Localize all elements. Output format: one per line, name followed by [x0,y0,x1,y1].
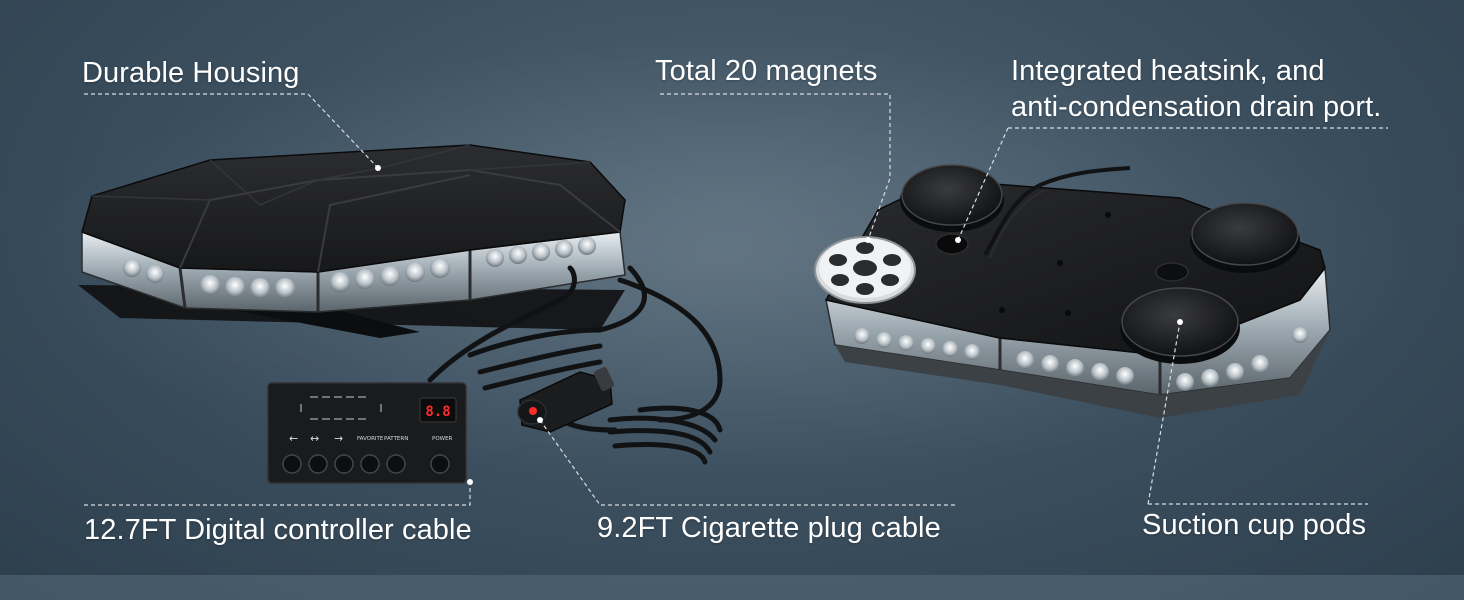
label-heatsink-line-2: anti-condensation drain port. [1011,91,1382,123]
arrow-both-icon: ↔ [310,432,319,445]
callout-dots [375,165,1183,485]
led-row-underside [854,327,1308,391]
label-total-magnets: Total 20 magnets [655,55,878,87]
pattern-label: PATTERN [384,436,408,442]
controller-display: 8.8 [425,404,450,420]
label-cigarette-plug-cable: 9.2FT Cigarette plug cable [597,512,941,544]
label-controller-cable: 12.7FT Digital controller cable [84,514,472,546]
label-suction-cup-pods: Suction cup pods [1142,509,1367,541]
callout-lines [84,93,1388,506]
digital-controller: 8.8 ← ↔ → FAVORITE PATTERN POWER [267,382,467,484]
power-label: POWER [432,436,453,442]
cables [427,265,723,465]
suction-cup-pods [900,164,1300,364]
label-heatsink: Integrated heatsink, and anti-condensati… [1011,53,1431,125]
cigarette-plug [517,367,615,433]
label-heatsink-line-1: Integrated heatsink, and [1011,55,1325,87]
led-row-front [123,237,596,298]
controller-buttons [282,454,450,474]
light-bar-front [78,144,626,338]
label-durable-housing: Durable Housing [82,57,300,89]
arrow-left-icon: ← [289,432,298,445]
arrow-right-icon: → [334,432,343,445]
magnet-disc [814,236,916,304]
drain-port [935,233,969,255]
favorite-label: FAVORITE [357,436,384,442]
